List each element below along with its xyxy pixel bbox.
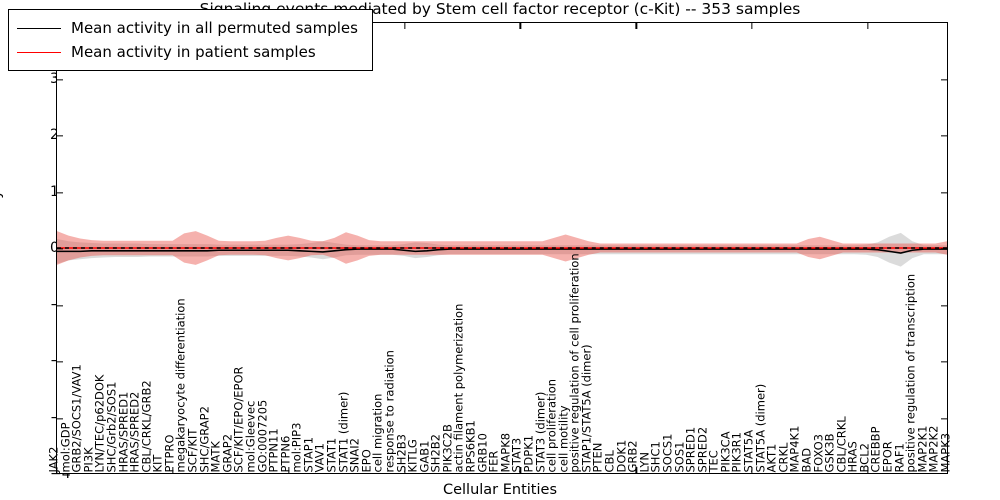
- permuted-mean-line: [57, 248, 947, 254]
- y-tick-mark-right: [941, 361, 947, 363]
- y-tick-mark-right: [941, 304, 947, 307]
- x-tick-label: MAPK3: [938, 432, 953, 472]
- x-tick-mark: [288, 467, 290, 473]
- legend-item: Mean activity in all permuted samples: [17, 16, 358, 40]
- x-tick-mark: [519, 467, 522, 473]
- legend-line-patient: [17, 51, 61, 53]
- x-tick-mark-top: [751, 23, 753, 29]
- y-tick-mark: [57, 78, 63, 81]
- y-tick-mark: [57, 248, 63, 250]
- x-tick-mark: [867, 467, 869, 473]
- legend: Mean activity in all permuted samples Me…: [8, 9, 373, 71]
- x-tick-mark-top: [867, 23, 869, 29]
- legend-line-permuted: [17, 27, 61, 29]
- legend-label-permuted: Mean activity in all permuted samples: [71, 19, 358, 37]
- plot-area: [56, 22, 948, 474]
- y-tick-mark: [57, 361, 63, 363]
- y-tick-mark-right: [941, 248, 947, 250]
- y-tick-mark-right: [941, 417, 947, 420]
- x-tick-mark-top: [635, 23, 637, 29]
- y-tick-mark: [57, 135, 63, 137]
- legend-label-patient: Mean activity in patient samples: [71, 43, 316, 61]
- y-tick-mark-right: [941, 191, 947, 194]
- y-tick-mark: [57, 304, 63, 307]
- y-tick-mark: [57, 417, 63, 420]
- x-tick-mark-top: [403, 23, 406, 29]
- x-tick-mark: [403, 467, 406, 473]
- y-tick-mark-right: [941, 78, 947, 81]
- x-tick-mark: [635, 467, 637, 473]
- y-tick-mark-right: [941, 135, 947, 137]
- y-axis-label: Inferred Activity: [0, 190, 4, 306]
- data-bands: [57, 231, 947, 267]
- x-tick-mark: [751, 467, 753, 473]
- x-axis-label: Cellular Entities: [442, 482, 558, 498]
- legend-item: Mean activity in patient samples: [17, 40, 358, 64]
- x-tick-mark: [172, 467, 174, 473]
- y-tick-mark: [57, 191, 63, 194]
- x-tick-mark-top: [519, 23, 522, 29]
- x-tick-mark: [57, 467, 58, 473]
